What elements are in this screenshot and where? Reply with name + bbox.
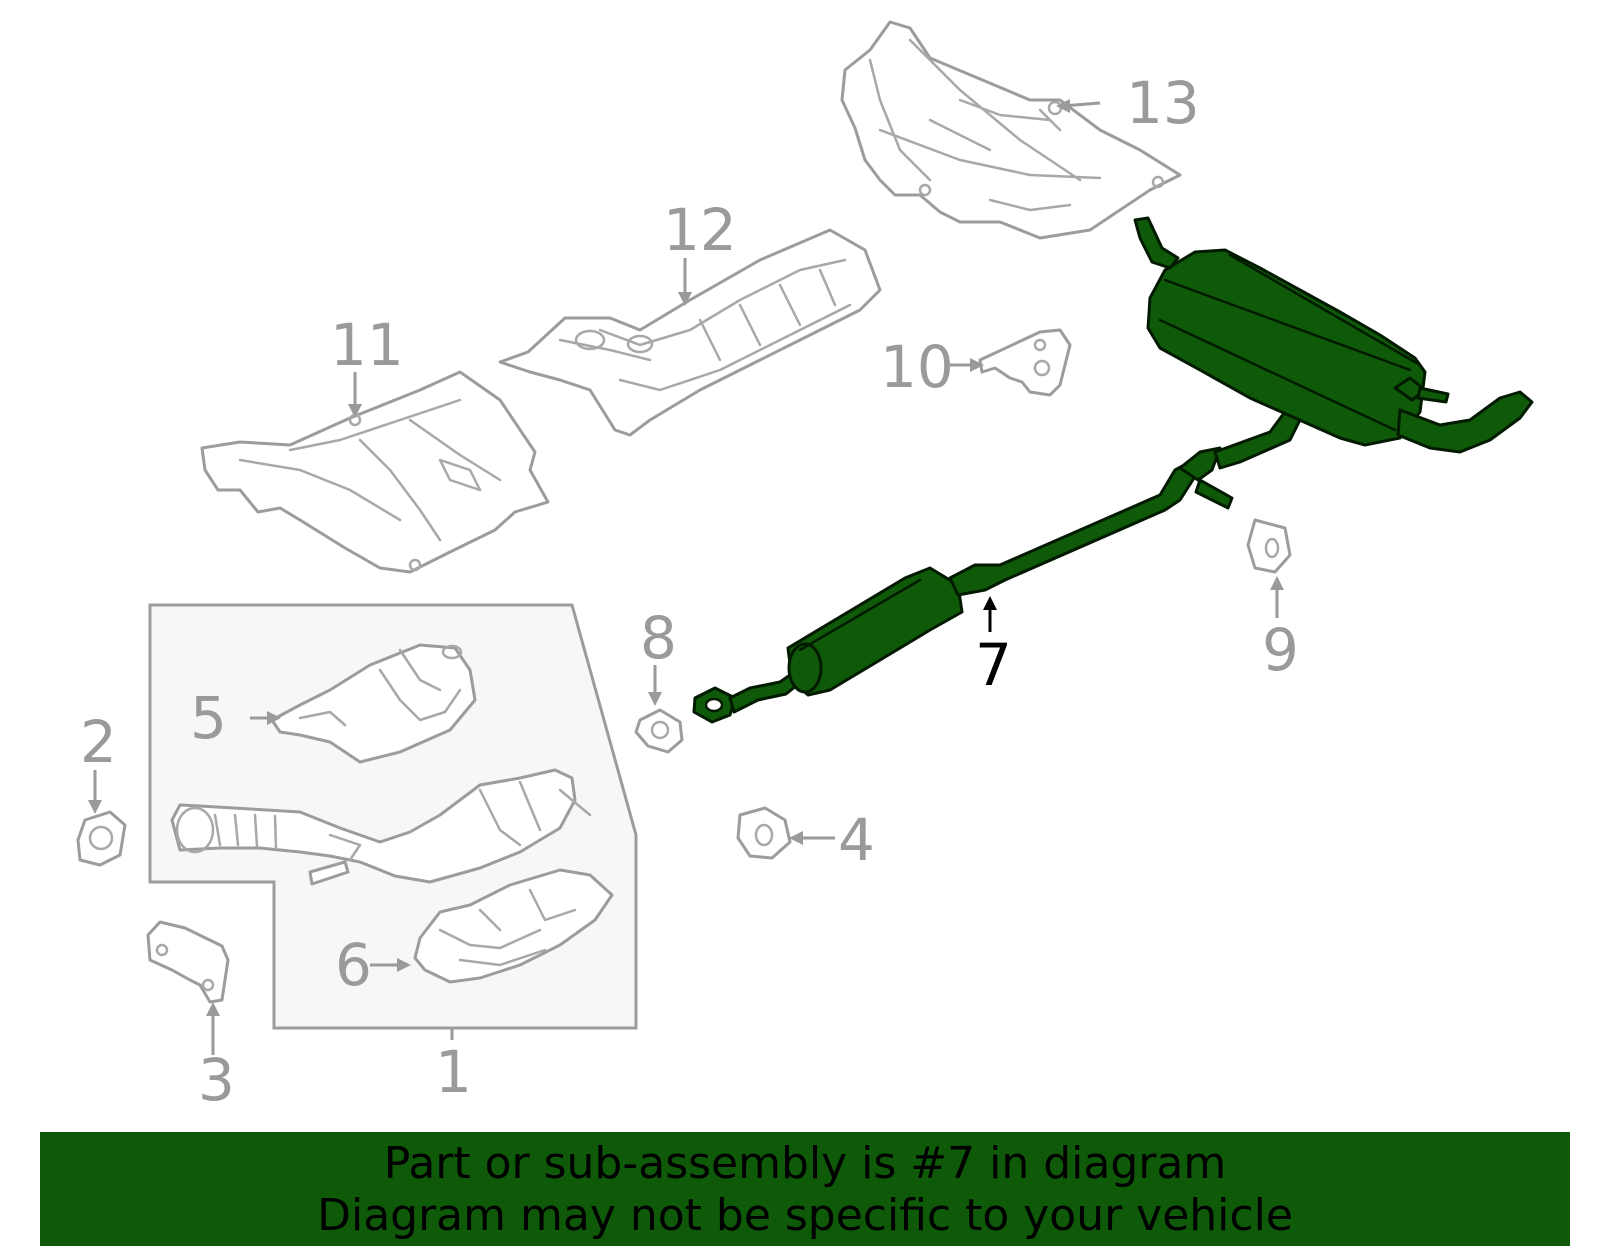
part-5-converter-heat-shield[interactable] bbox=[270, 643, 477, 764]
part-info-banner: Part or sub-assembly is #7 in diagram Di… bbox=[40, 1132, 1570, 1246]
part-8-gasket[interactable] bbox=[634, 708, 684, 754]
callout-8: 8 bbox=[640, 604, 677, 672]
part-2-gasket[interactable] bbox=[76, 810, 127, 867]
part-6-lower-heat-shield[interactable] bbox=[413, 868, 614, 984]
callout-5: 5 bbox=[190, 684, 227, 752]
callout-2: 2 bbox=[80, 708, 117, 776]
callout-9: 9 bbox=[1262, 616, 1299, 684]
callout-1: 1 bbox=[435, 1038, 472, 1106]
callout-10: 10 bbox=[880, 333, 954, 401]
part-7-muffler-assembly[interactable] bbox=[692, 216, 1534, 724]
callout-3: 3 bbox=[198, 1046, 235, 1114]
part-13-rear-heat-shield[interactable] bbox=[840, 20, 1182, 240]
callout-6: 6 bbox=[335, 931, 372, 999]
callout-13: 13 bbox=[1126, 69, 1200, 137]
part-12-center-heat-shield[interactable] bbox=[498, 228, 882, 437]
leader-lines bbox=[88, 99, 1284, 1055]
part-11-front-heat-shield[interactable] bbox=[200, 370, 550, 574]
part-1-catalytic-converter-assembly[interactable] bbox=[170, 768, 592, 886]
part-3-bracket[interactable] bbox=[146, 920, 230, 1004]
callout-12: 12 bbox=[663, 196, 737, 264]
callout-4: 4 bbox=[838, 806, 875, 874]
callout-7: 7 bbox=[975, 631, 1012, 699]
exhaust-system-diagram: 13 12 11 10 9 7 8 4 5 6 2 3 1 bbox=[76, 20, 1534, 1114]
banner-line-2: Diagram may not be specific to your vehi… bbox=[317, 1190, 1293, 1241]
callout-11: 11 bbox=[330, 311, 404, 379]
part-4-hanger-insulator[interactable] bbox=[736, 806, 792, 860]
part-9-hanger-insulator[interactable] bbox=[1246, 518, 1292, 574]
banner-line-1: Part or sub-assembly is #7 in diagram bbox=[383, 1138, 1227, 1189]
part-10-bracket[interactable] bbox=[978, 328, 1072, 397]
